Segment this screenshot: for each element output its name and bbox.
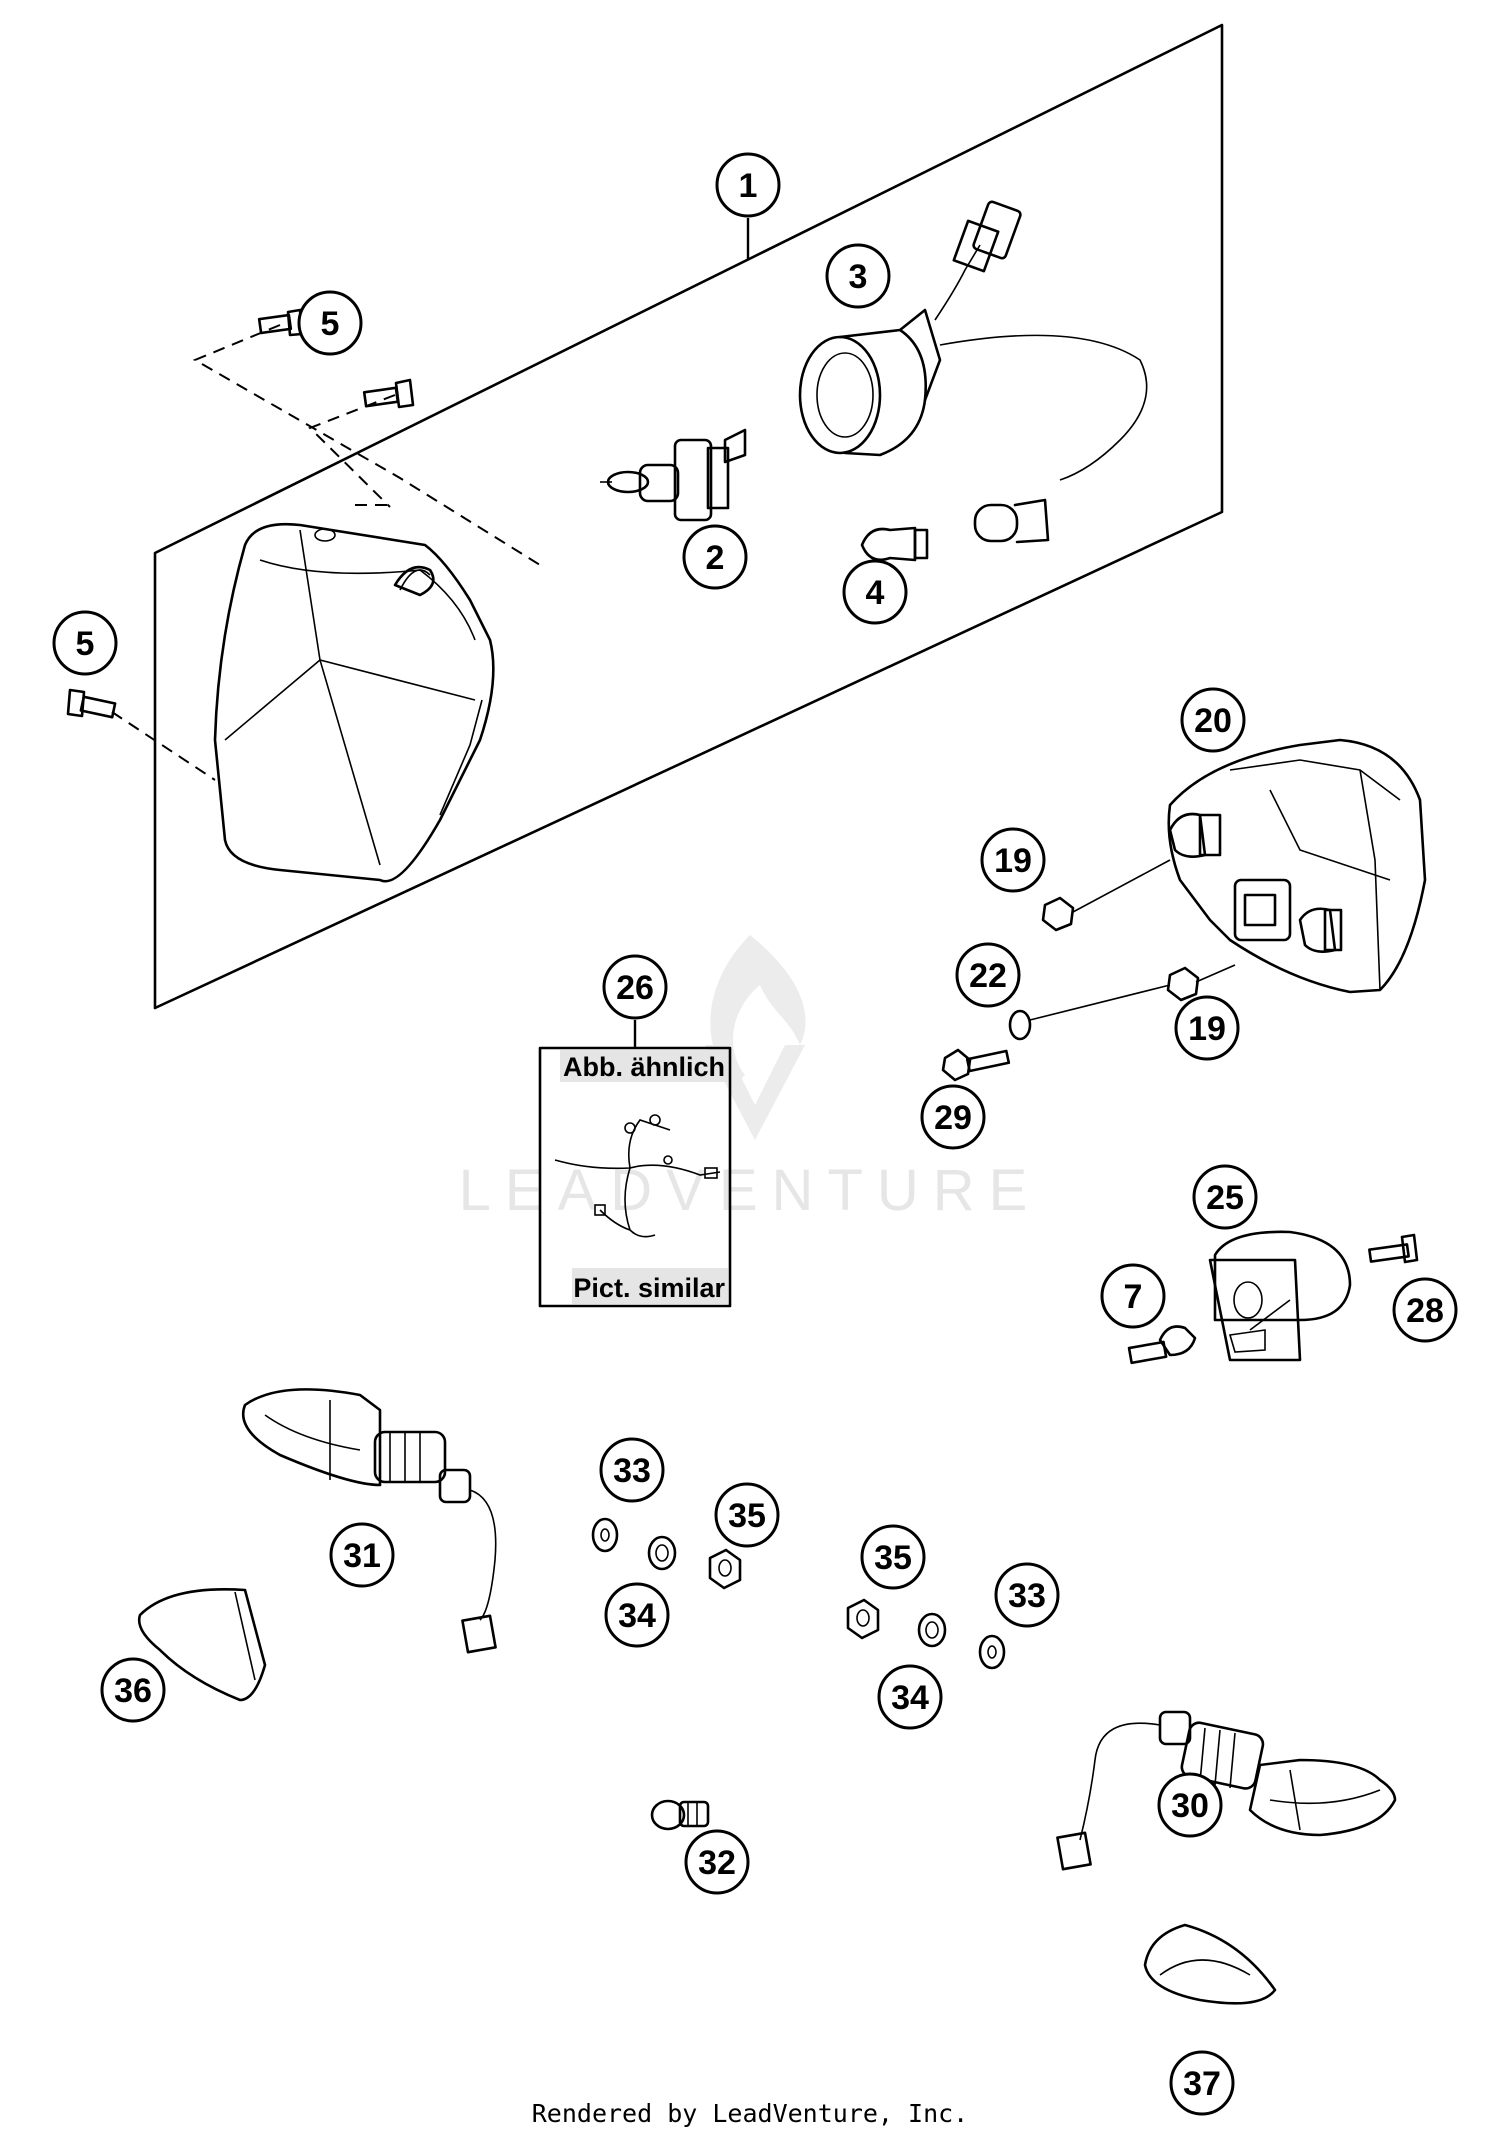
callout-22-label: 22: [969, 957, 1007, 995]
callout-22: 22: [955, 942, 1021, 1008]
callout-34-left-label: 34: [618, 1597, 656, 1635]
nut-19-bottom: [1166, 964, 1236, 1002]
lock-washer-34-left: [647, 1535, 677, 1571]
washer-22: [1008, 984, 1171, 1041]
callout-28-label: 28: [1406, 1292, 1444, 1330]
screw-5-left: [66, 688, 117, 719]
callout-20: 20: [1180, 687, 1246, 753]
bulb-holder: [798, 200, 1148, 481]
callout-29: 29: [920, 1084, 986, 1150]
credit-text: Rendered by LeadVenture, Inc.: [532, 2099, 969, 2128]
callout-20-label: 20: [1194, 702, 1232, 740]
assembly-line-top: [192, 324, 541, 566]
callout-19-top: 19: [980, 827, 1046, 893]
callout-5-top-label: 5: [321, 305, 340, 343]
callout-35-left-label: 35: [728, 1497, 766, 1535]
parking-bulb: [860, 498, 1050, 562]
callout-31-label: 31: [343, 1537, 381, 1575]
callout-2-label: 2: [706, 539, 725, 577]
lock-washer-34-right: [917, 1612, 947, 1648]
screw-5-top: [257, 308, 304, 337]
inset-label-english: Pict. similar: [573, 1273, 725, 1303]
callout-5-top: 5: [297, 290, 363, 356]
callout-26: 26: [602, 954, 668, 1020]
callout-37: 37: [1169, 2050, 1235, 2116]
inset-label-german: Abb. ähnlich: [563, 1052, 725, 1082]
callout-32-label: 32: [698, 1844, 736, 1882]
watermark-text: LEADVENTURE: [459, 1158, 1042, 1223]
callout-1-label: 1: [739, 167, 758, 205]
callout-33-left: 33: [599, 1437, 665, 1503]
licence-plate-light: [1208, 1230, 1352, 1362]
callout-37-label: 37: [1183, 2065, 1221, 2103]
headlight-kit-frame: [153, 23, 1224, 1010]
callout-5-left-label: 5: [76, 625, 95, 663]
callout-36-label: 36: [114, 1672, 152, 1710]
callout-35-right: 35: [860, 1524, 926, 1590]
tail-light: [1167, 738, 1427, 994]
indicator-bulb: [650, 1799, 710, 1831]
washer-33-left: [591, 1517, 619, 1553]
lens-left: [137, 1588, 267, 1702]
callout-26-label: 26: [616, 969, 654, 1007]
turn-signal-left: [241, 1388, 497, 1654]
assembly-line-left: [111, 711, 216, 781]
callout-35-right-label: 35: [874, 1539, 912, 1577]
wiring-harness-inset: Abb. ähnlich Pict. similar: [538, 1020, 732, 1308]
callout-19-top-label: 19: [994, 842, 1032, 880]
turn-signal-right: [1056, 1710, 1397, 1871]
callout-29-label: 29: [934, 1099, 972, 1137]
callout-2: 2: [682, 524, 748, 590]
watermark: LEADVENTURE: [459, 935, 1042, 1223]
headlight-bulb: [600, 428, 747, 522]
headlight-housing: [213, 522, 495, 883]
callout-34-left: 34: [604, 1582, 670, 1648]
callout-3-label: 3: [849, 258, 868, 296]
callout-25: 25: [1192, 1164, 1258, 1230]
watermark-logo: [710, 935, 806, 1085]
callout-30: 30: [1157, 1772, 1223, 1838]
callout-30-label: 30: [1171, 1787, 1209, 1825]
callout-1: 1: [715, 152, 781, 218]
callout-33-left-label: 33: [613, 1452, 651, 1490]
callout-7-label: 7: [1124, 1278, 1143, 1316]
callout-32: 32: [684, 1829, 750, 1895]
callout-34-right: 34: [877, 1664, 943, 1730]
callout-7: 7: [1100, 1263, 1166, 1329]
callout-19-bottom: 19: [1174, 995, 1240, 1061]
lens-right: [1143, 1923, 1277, 2005]
nut-35-left: [708, 1548, 742, 1590]
callout-19-bottom-label: 19: [1188, 1010, 1226, 1048]
nut-19-top: [1041, 859, 1171, 932]
screw-28: [1368, 1233, 1419, 1264]
callout-28: 28: [1392, 1277, 1458, 1343]
callout-35-left: 35: [714, 1482, 780, 1548]
callout-3: 3: [825, 243, 891, 309]
callout-5-left: 5: [52, 610, 118, 676]
callout-33-right: 33: [994, 1562, 1060, 1628]
callout-33-right-label: 33: [1008, 1577, 1046, 1615]
callout-4-label: 4: [866, 574, 885, 612]
licence-plate-bulb: [1127, 1325, 1197, 1365]
callout-4: 4: [842, 559, 908, 625]
callout-36: 36: [100, 1657, 166, 1723]
assembly-line-mid: [308, 394, 396, 508]
nut-35-right: [846, 1598, 880, 1640]
screw-5-middle: [362, 378, 415, 409]
washer-33-right: [978, 1634, 1006, 1670]
callout-31: 31: [329, 1522, 395, 1588]
callout-34-right-label: 34: [891, 1679, 929, 1717]
callout-25-label: 25: [1206, 1179, 1244, 1217]
screw-29: [941, 1048, 1011, 1082]
